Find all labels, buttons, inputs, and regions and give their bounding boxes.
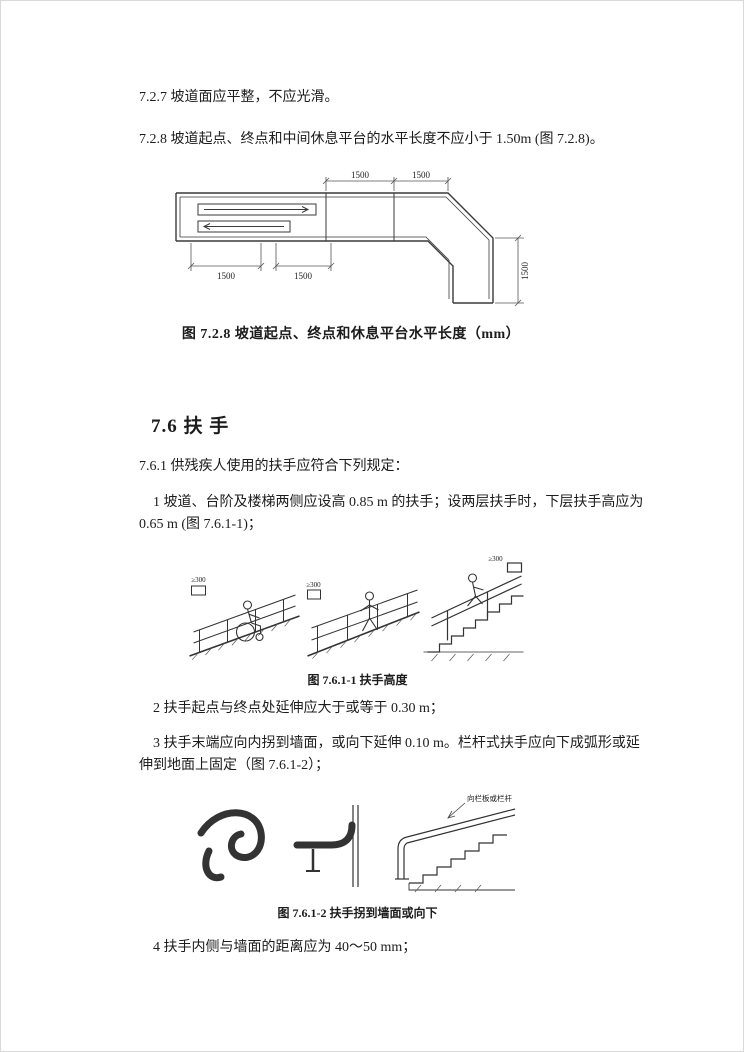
ramp-plan-drawing: 1500 1500 1500 1500 1500: [175, 171, 530, 307]
dim-label-1500: 1500: [294, 271, 313, 281]
handrail-height-drawing: ≥300: [189, 555, 524, 662]
figure-caption-7-6-1-2: 图 7.6.1-2 扶手拐到墙面或向下: [277, 906, 438, 921]
list-item-4: 4 扶手内侧与墙面的距离应为 40～50 mm；: [153, 940, 417, 956]
list-item-2: 2 扶手起点与终点处延伸应大于或等于 0.30 m；: [153, 701, 444, 717]
dim-label-1500: 1500: [217, 271, 236, 281]
list-item-1: 1 坡道、台阶及楼梯两侧应设高 0.85 m 的扶手；设两层扶手时，下层扶手高应…: [139, 495, 644, 532]
figure-7-2-8: 1500 1500 1500 1500 1500 图 7.2.8 坡道起点、终点…: [139, 171, 647, 343]
figure-caption-7-6-1-1: 图 7.6.1-1 扶手高度: [307, 673, 408, 688]
paragraph-7-2-7: 7.2.7 坡道面应平整，不应光滑。: [139, 90, 339, 105]
dim-label-300: ≥300: [191, 576, 206, 584]
dim-label-1500: 1500: [351, 171, 370, 180]
dim-label-1500: 1500: [412, 171, 431, 180]
paragraph-7-2-8: 7.2.8 坡道起点、终点和中间休息平台的水平长度不应小于 1.50m (图 7…: [139, 132, 604, 147]
dim-label-300: ≥300: [306, 581, 321, 589]
section-heading-7-6: 7.6 扶 手: [151, 416, 230, 437]
figure-note: 向栏板或栏杆: [467, 793, 512, 803]
figure-caption-7-2-8: 图 7.2.8 坡道起点、终点和休息平台水平长度（mm）: [181, 327, 521, 342]
paragraph-7-6-1: 7.6.1 供残疾人使用的扶手应符合下列规定：: [139, 459, 409, 474]
figure-7-6-1-1: ≥300: [185, 548, 530, 688]
dim-label-300: ≥300: [488, 555, 503, 563]
list-item-3: 3 扶手末端应向内拐到墙面，或向下延伸 0.10 m。栏杆式扶手应向下成弧形或延…: [139, 736, 640, 773]
dim-label-1500: 1500: [520, 262, 530, 281]
figure-7-6-1-2: 向栏板或栏杆 图 7.6.1-2 扶手拐到墙面或向下: [185, 789, 530, 921]
handrail-end-drawing: 向栏板或栏杆: [197, 793, 516, 893]
